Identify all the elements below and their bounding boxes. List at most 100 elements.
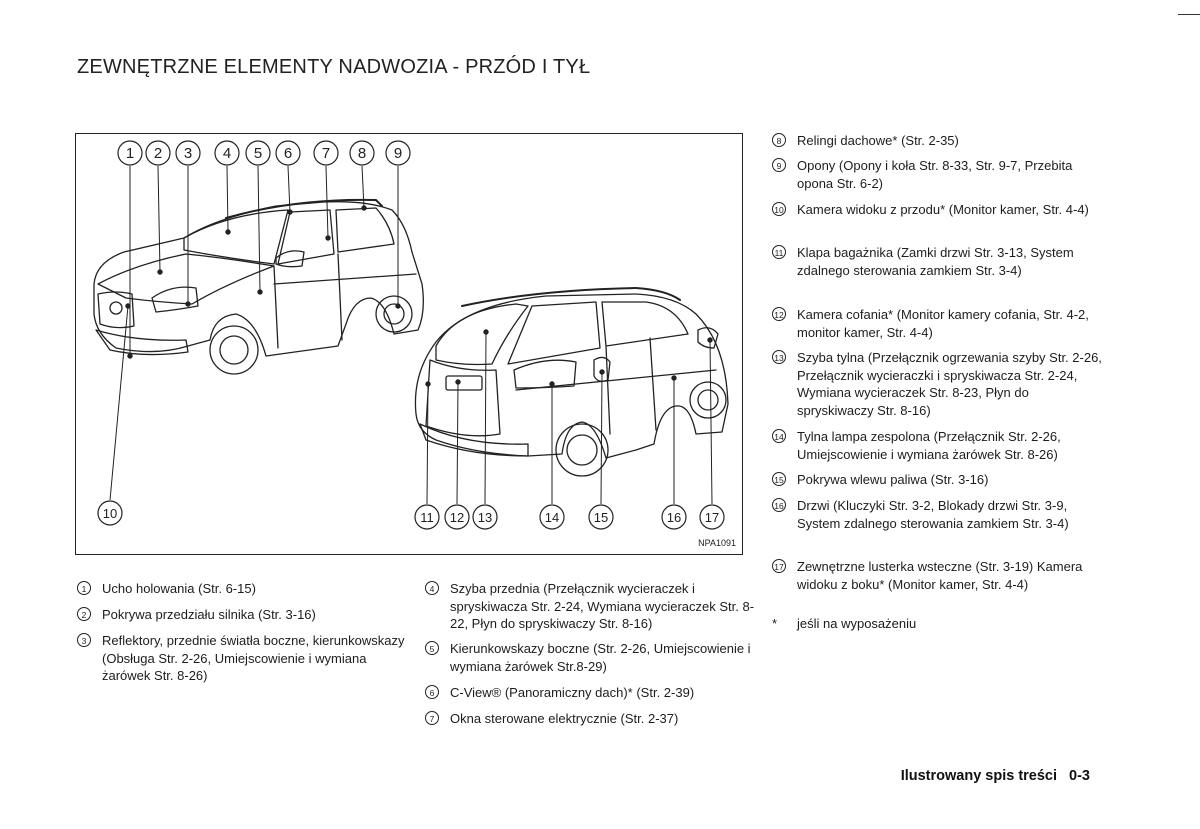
callout-12: 12 (444, 504, 470, 530)
item-text: Pokrywa przedziału silnika (Str. 3-16) (102, 607, 316, 622)
callout-11: 11 (414, 504, 440, 530)
front-roof-rail (225, 198, 383, 219)
svg-text:17: 17 (705, 510, 719, 525)
item-number: 17 (772, 559, 786, 573)
legend-item-12: 12 Kamera cofania* (Monitor kamery cofan… (772, 306, 1102, 341)
legend-item-2: 2 Pokrywa przedziału silnika (Str. 3-16) (77, 606, 407, 624)
item-number: 8 (772, 133, 786, 147)
legend-item-8: 8 Relingi dachowe* (Str. 2-35) (772, 132, 1102, 150)
svg-text:14: 14 (545, 510, 559, 525)
svg-text:16: 16 (667, 510, 681, 525)
front-windshield (183, 209, 289, 265)
callout-9: 9 (385, 140, 411, 166)
legend-item-5: 5 Kierunkowskazy boczne (Str. 2-26, Umie… (425, 640, 765, 675)
callout-2: 2 (145, 140, 171, 166)
svg-text:2: 2 (154, 145, 162, 162)
svg-text:10: 10 (103, 506, 117, 521)
svg-text:8: 8 (358, 145, 366, 162)
footnote-mark: * (772, 616, 778, 631)
item-number: 9 (772, 158, 786, 172)
item-text: Reflektory, przednie światła boczne, kie… (102, 633, 405, 683)
callout-5: 5 (245, 140, 271, 166)
rear-bumper (419, 423, 529, 457)
rear-wheel-right (689, 381, 727, 419)
front-bumper (95, 329, 189, 356)
callout-7: 7 (313, 140, 339, 166)
rear-roof-rail (461, 287, 681, 307)
front-wheel-left (209, 325, 259, 375)
callout-1: 1 (117, 140, 143, 166)
page-title: ZEWNĘTRZNE ELEMENTY NADWOZIA - PRZÓD I T… (77, 56, 591, 78)
item-text: C-View® (Panoramiczny dach)* (Str. 2-39) (450, 685, 695, 700)
callout-3: 3 (175, 140, 201, 166)
item-text: Okna sterowane elektrycznie (Str. 2-37) (450, 711, 679, 726)
front-mirror (275, 250, 305, 268)
item-number: 1 (77, 581, 91, 595)
legend-item-7: 7 Okna sterowane elektrycznie (Str. 2-37… (425, 710, 765, 728)
svg-text:7: 7 (322, 145, 330, 162)
legend-item-6: 6 C-View® (Panoramiczny dach)* (Str. 2-3… (425, 684, 765, 702)
item-number: 14 (772, 429, 786, 443)
legend-item-17: 17 Zewnętrzne lusterka wsteczne (Str. 3-… (772, 558, 1102, 593)
legend-item-15: 15 Pokrywa wlewu paliwa (Str. 3-16) (772, 471, 1102, 489)
item-number: 12 (772, 307, 786, 321)
callout-15: 15 (588, 504, 614, 530)
item-text: Pokrywa wlewu paliwa (Str. 3-16) (797, 472, 989, 487)
item-number: 11 (772, 245, 786, 259)
callout-13: 13 (472, 504, 498, 530)
item-number: 10 (772, 202, 786, 216)
front-hood (97, 253, 275, 305)
page-number: 0-3 (1069, 768, 1090, 784)
svg-text:11: 11 (420, 510, 434, 525)
item-number: 7 (425, 711, 439, 725)
corner-mark (1178, 14, 1200, 15)
item-number: 4 (425, 581, 439, 595)
svg-text:6: 6 (284, 145, 292, 162)
front-doors (273, 253, 417, 349)
legend-item-1: 1 Ucho holowania (Str. 6-15) (77, 580, 407, 598)
rear-tail-lamp (513, 359, 577, 389)
front-grille (97, 291, 135, 329)
item-text: Kamera widoku z przodu* (Monitor kamer, … (797, 202, 1089, 217)
legend-item-10: 10 Kamera widoku z przodu* (Monitor kame… (772, 201, 1102, 219)
item-text: Relingi dachowe* (Str. 2-35) (797, 133, 959, 148)
callout-14: 14 (539, 504, 565, 530)
legend-item-16: 16 Drzwi (Kluczyki Str. 3-2, Blokady drz… (772, 497, 1102, 532)
car-figure: 1 2 3 4 5 6 7 8 9 10 11 12 13 14 15 16 1… (75, 133, 743, 555)
callout-badges: 1 2 3 4 5 6 7 8 9 10 11 12 13 14 15 16 1… (97, 140, 725, 530)
svg-text:9: 9 (394, 145, 402, 162)
item-text: Kamera cofania* (Monitor kamery cofania,… (797, 307, 1089, 340)
item-text: Kierunkowskazy boczne (Str. 2-26, Umiejs… (450, 641, 751, 674)
front-side-windows (277, 207, 395, 265)
svg-text:3: 3 (184, 145, 192, 162)
rear-mirror (697, 327, 719, 349)
figure-code: NPA1091 (698, 538, 736, 548)
item-text: Ucho holowania (Str. 6-15) (102, 581, 256, 596)
leader-lines (109, 165, 713, 505)
svg-text:4: 4 (223, 145, 231, 162)
rear-wheel-left (555, 423, 609, 477)
callout-10: 10 (97, 500, 123, 526)
footer-section: Ilustrowany spis treści (900, 768, 1058, 784)
front-wheel-right (375, 295, 413, 333)
item-text: Drzwi (Kluczyki Str. 3-2, Blokady drzwi … (797, 498, 1069, 531)
callout-6: 6 (275, 140, 301, 166)
svg-text:13: 13 (478, 510, 492, 525)
svg-text:1: 1 (126, 145, 134, 162)
item-number: 15 (772, 472, 786, 486)
footnote: * jeśli na wyposażeniu (772, 615, 1102, 632)
svg-text:15: 15 (594, 510, 608, 525)
item-text: Szyba tylna (Przełącznik ogrzewania szyb… (797, 350, 1102, 418)
footnote-text: jeśli na wyposażeniu (797, 616, 917, 631)
legend-item-3: 3 Reflektory, przednie światła boczne, k… (77, 632, 407, 685)
rear-window (435, 303, 529, 366)
callout-17: 17 (699, 504, 725, 530)
item-number: 3 (77, 633, 91, 647)
legend-item-4: 4 Szyba przednia (Przełącznik wycieracze… (425, 580, 765, 633)
legend-item-9: 9 Opony (Opony i koła Str. 8-33, Str. 9-… (772, 157, 1102, 192)
rear-doors (515, 337, 717, 435)
item-text: Tylna lampa zespolona (Przełącznik Str. … (797, 429, 1061, 462)
rear-licence-plate (445, 375, 483, 391)
svg-text:5: 5 (254, 145, 262, 162)
legend-item-11: 11 Klapa bagażnika (Zamki drzwi Str. 3-1… (772, 244, 1102, 279)
